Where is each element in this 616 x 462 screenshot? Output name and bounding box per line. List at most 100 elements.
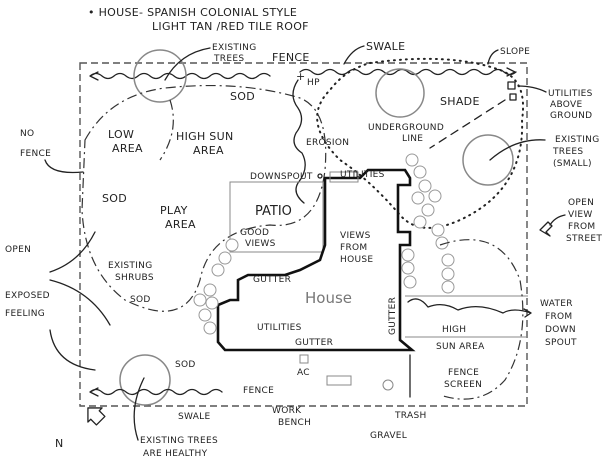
leader-line — [133, 377, 145, 441]
leader-line — [489, 139, 546, 161]
views-label-2: FROM — [340, 243, 367, 253]
north-label: N — [55, 437, 64, 450]
house-outline — [216, 168, 416, 352]
open-exposed-label-1: OPEN — [5, 245, 31, 255]
leader-line — [343, 45, 365, 65]
downspout-marker — [317, 173, 323, 179]
water-label-1: WATER — [540, 299, 573, 309]
utilities-above-label-2: ABOVE — [550, 100, 582, 110]
fence-top-label: FENCE — [272, 51, 310, 64]
right-zone-boundary — [439, 239, 524, 400]
leader-line — [517, 85, 547, 93]
sod-left-label: SOD — [102, 192, 127, 205]
hp-label: HP — [307, 78, 320, 88]
work-bench — [326, 375, 352, 386]
hp-marker: + — [296, 70, 306, 83]
good-views-label-1: GOOD — [240, 228, 269, 238]
utility-box — [507, 81, 516, 90]
existing-trees-top-label-1: EXISTING — [212, 43, 256, 53]
downspout-label: DOWNSPOUT — [250, 172, 313, 182]
high-sun-label-2: AREA — [193, 144, 224, 157]
erosion-path — [292, 79, 306, 204]
work-bench-label-1: WORK — [272, 406, 302, 416]
underground-label-2: LINE — [402, 134, 423, 144]
swale-top-arrow-2 — [299, 67, 517, 77]
fence-screen-label-1: FENCE — [448, 368, 479, 378]
play-area-label-1: PLAY — [160, 204, 188, 217]
existing-tree-shade — [375, 68, 425, 118]
utilities-bottom-label: UTILITIES — [257, 323, 302, 333]
utilities-above-label-1: UTILITIES — [548, 89, 593, 99]
existing-tree-bottom — [119, 354, 171, 406]
trash-bin — [382, 379, 394, 391]
water-label-4: SPOUT — [545, 338, 577, 348]
patio — [229, 181, 324, 253]
good-views-label-2: VIEWS — [245, 239, 276, 249]
fence-screen-label-2: SCREEN — [444, 380, 482, 390]
fence-bottom-label: FENCE — [243, 386, 274, 396]
no-fence-label-2: FENCE — [20, 149, 51, 159]
title-line-1: • HOUSE- SPANISH COLONIAL STYLE — [88, 6, 297, 19]
views-label-1: VIEWS — [340, 231, 371, 241]
swale-bottom-arrow — [89, 387, 223, 397]
existing-small-label-2: TREES — [552, 147, 583, 157]
sod-bottom-label: SOD — [175, 360, 196, 370]
utilities-top-label: UTILITIES — [340, 170, 385, 180]
low-area-label-1: LOW — [108, 128, 134, 141]
trash-label: TRASH — [394, 411, 427, 421]
swale-top-arrow — [89, 71, 271, 81]
utilities-above-label-3: GROUND — [550, 111, 592, 121]
swale-bottom-label: SWALE — [178, 412, 210, 422]
leader-line — [549, 214, 566, 226]
existing-shrubs-label-2: SHRUBS — [115, 273, 154, 283]
gutter-bottom-label: GUTTER — [295, 338, 333, 348]
high-sun-label-1: HIGH SUN — [176, 130, 233, 143]
title-line-2: LIGHT TAN /RED TILE ROOF — [152, 20, 309, 33]
open-exposed-label-2: EXPOSED — [5, 291, 50, 301]
swale-top-label: SWALE — [366, 40, 405, 53]
leader-line — [44, 159, 84, 174]
slope-label: SLOPE — [500, 47, 530, 57]
leader-line — [49, 329, 96, 371]
existing-tree-small — [462, 134, 514, 186]
leader-line — [487, 49, 499, 65]
existing-trees-top-label-2: TREES — [213, 54, 244, 64]
open-view-label-2: VIEW — [568, 210, 593, 220]
existing-healthy-label-2: ARE HEALTHY — [143, 449, 208, 459]
water-label-3: DOWN — [545, 325, 576, 335]
existing-small-label-3: (SMALL) — [553, 159, 592, 169]
no-fence-label-1: NO — [20, 129, 34, 139]
sod-mid-label: SOD — [130, 295, 151, 305]
north-arrow-icon — [87, 407, 106, 426]
leader-line — [49, 279, 111, 326]
shade-label: SHADE — [440, 95, 480, 108]
ac-label: AC — [297, 368, 310, 378]
view-arrow-icon — [539, 221, 553, 237]
open-view-label-4: STREET — [566, 234, 602, 244]
gravel-label: GRAVEL — [370, 431, 407, 441]
existing-tree-top — [133, 49, 187, 103]
existing-small-label-1: EXISTING — [555, 135, 599, 145]
open-view-label-3: FROM — [568, 222, 595, 232]
open-exposed-label-3: FEELING — [5, 309, 45, 319]
open-view-label-1: OPEN — [568, 198, 594, 208]
gutter-right-label: GUTTER — [388, 297, 398, 335]
shrub-cluster — [193, 153, 455, 335]
utilities-box-top — [329, 171, 359, 183]
gutter-left-label: GUTTER — [253, 275, 291, 285]
existing-healthy-label-1: EXISTING TREES — [140, 436, 218, 446]
water-flow-arrow — [407, 298, 532, 318]
high-sun-bottom-label-2: SUN AREA — [436, 342, 485, 352]
ac-unit — [299, 354, 309, 364]
underground-label-1: UNDERGROUND — [368, 123, 444, 133]
existing-shrubs-label-1: EXISTING — [108, 261, 152, 271]
views-label-3: HOUSE — [340, 255, 373, 265]
erosion-label: EROSION — [306, 138, 349, 148]
water-label-2: FROM — [545, 312, 572, 322]
house-label: House — [305, 289, 352, 307]
low-area-label-2: AREA — [112, 142, 143, 155]
area-divider — [159, 99, 174, 161]
play-area-label-2: AREA — [165, 218, 196, 231]
property-fence — [79, 62, 528, 407]
